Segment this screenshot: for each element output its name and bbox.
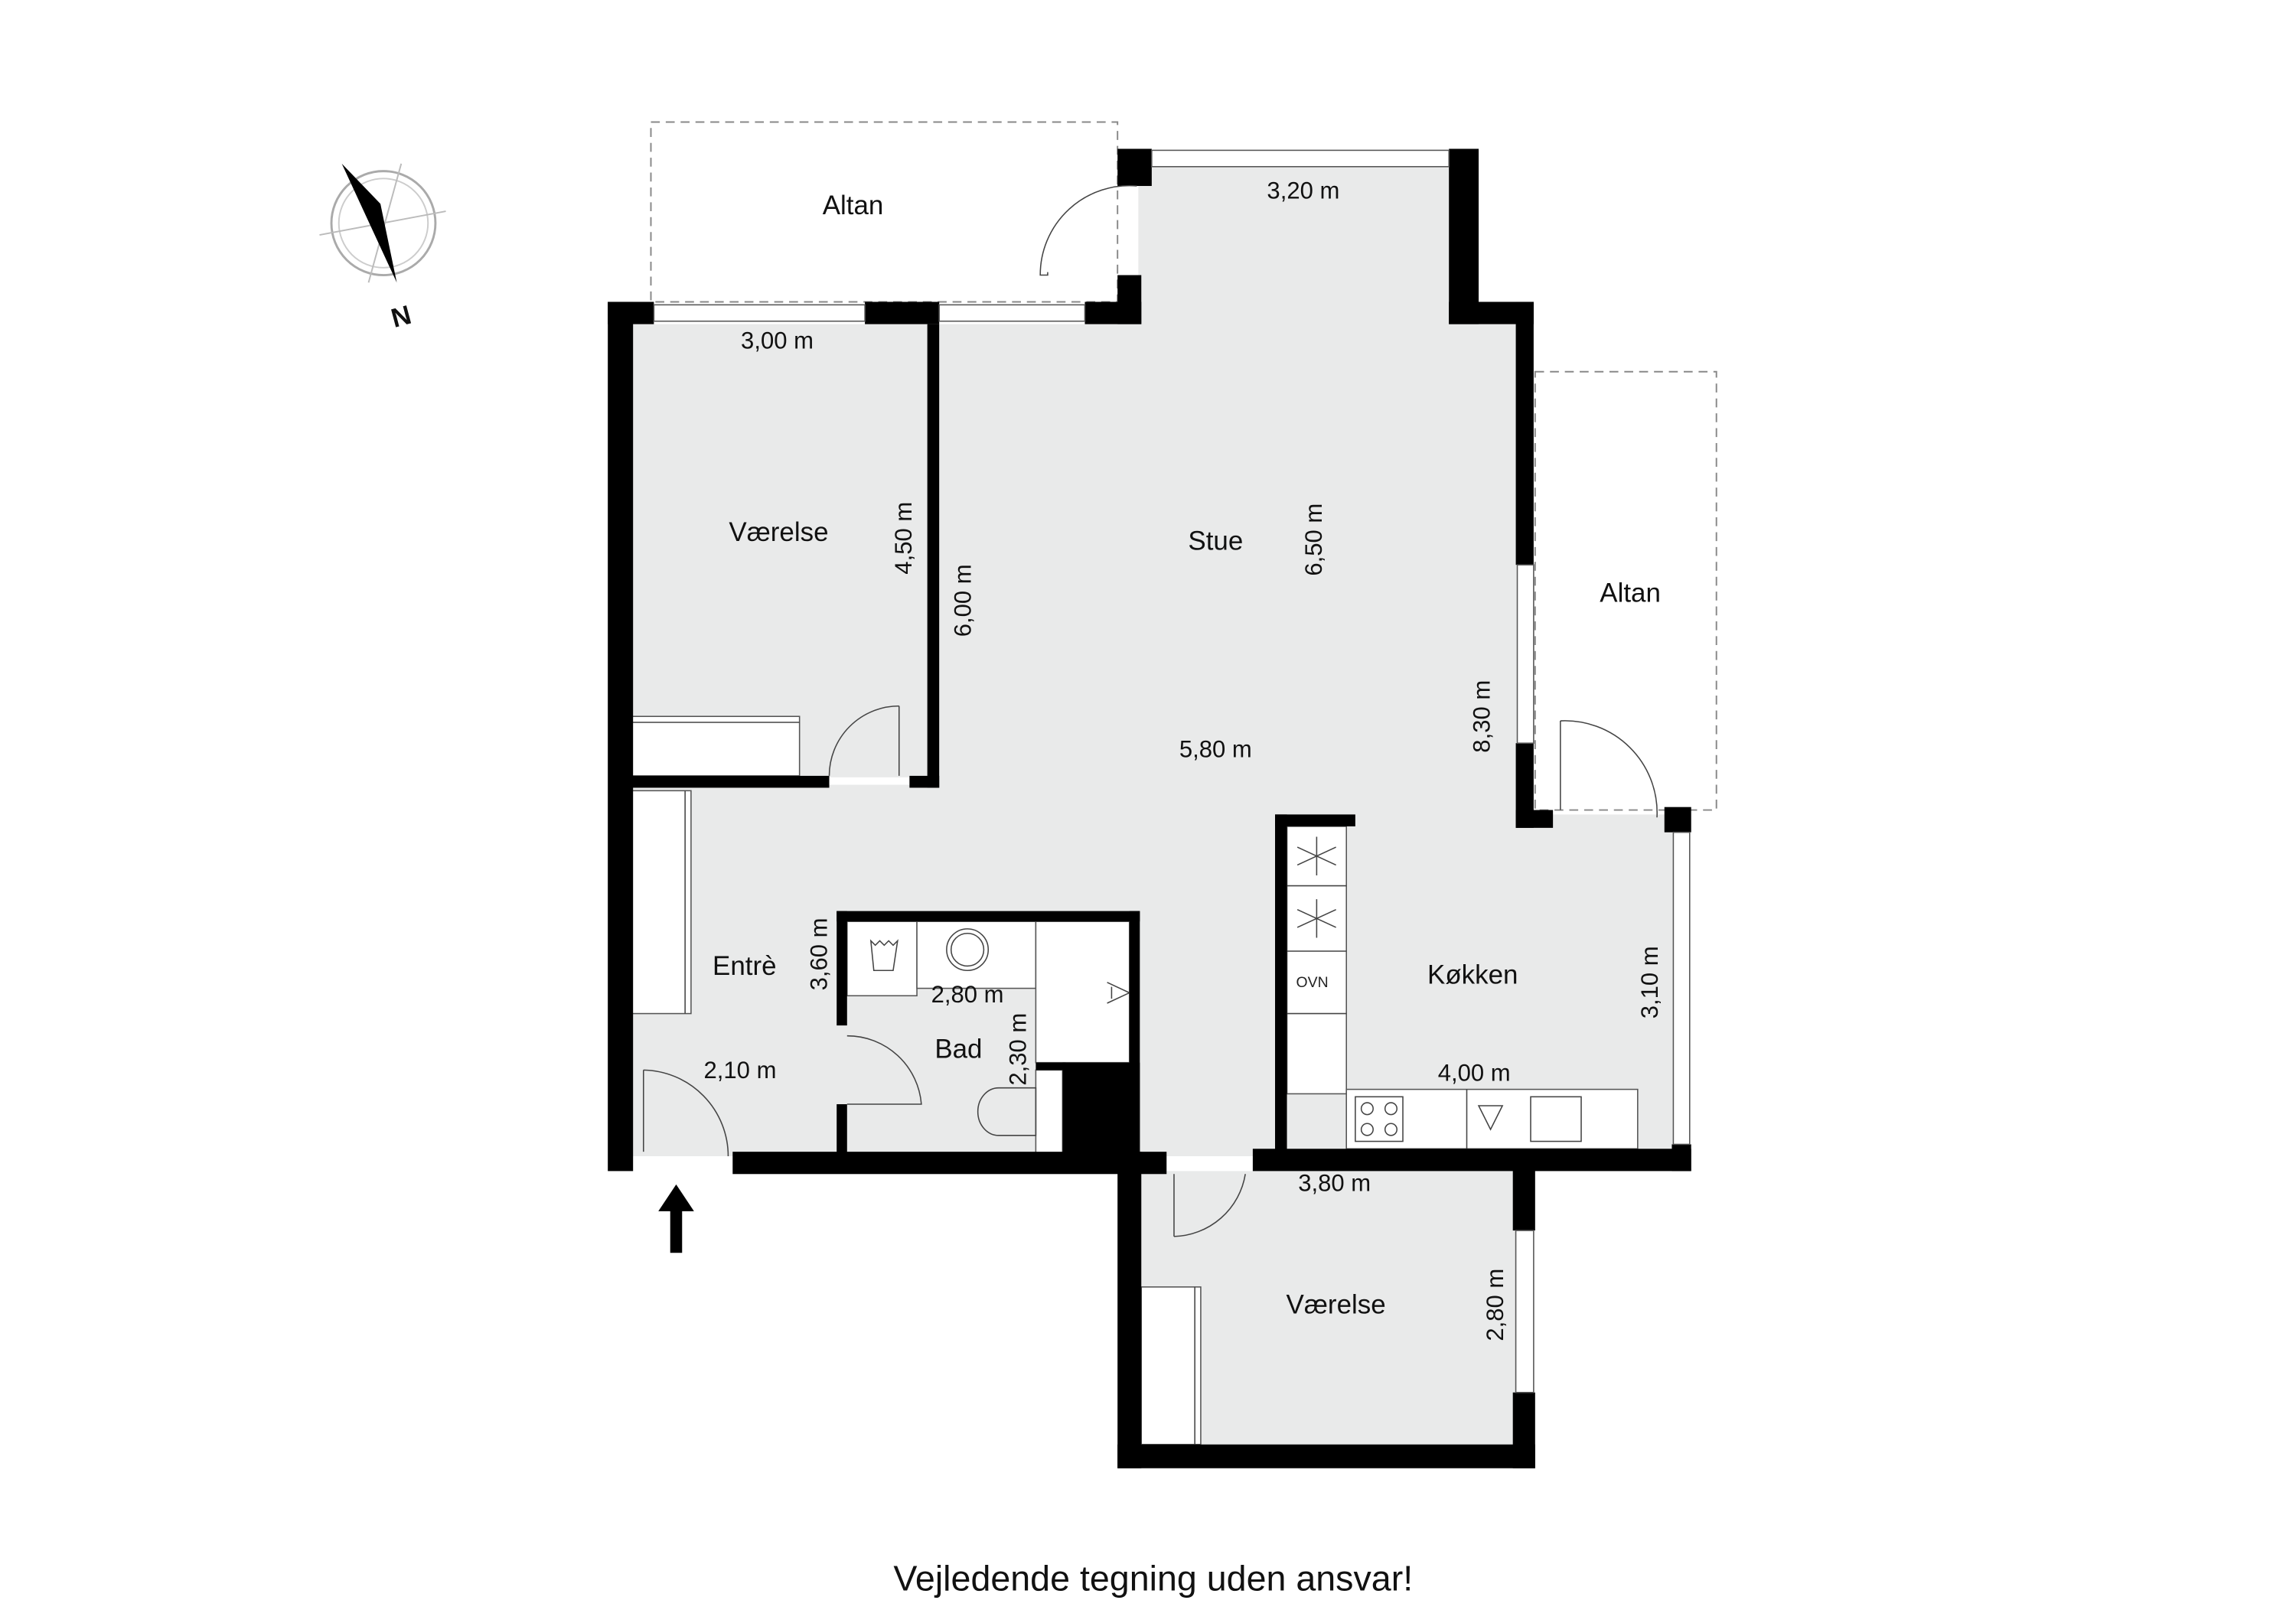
dimension-label: 2,30 m (1005, 1013, 1032, 1086)
wardrobe-vaerelse-2 (1140, 1286, 1202, 1445)
dimension-label: 3,00 m (741, 327, 814, 354)
washing-machine-icon (869, 939, 899, 972)
dimension-label: 3,10 m (1636, 946, 1663, 1018)
dimension-label: 3,60 m (805, 917, 832, 990)
doors (643, 184, 1658, 1237)
dimension-label: 2,10 m (704, 1057, 777, 1084)
dimension-label: 3,20 m (1267, 177, 1339, 204)
door-balcony-right (1560, 720, 1658, 818)
dimension-label: 2,80 m (1482, 1269, 1508, 1341)
dimension-label: 3,80 m (1298, 1169, 1371, 1196)
door-bad (846, 1035, 922, 1105)
dimension-label: 5,80 m (1179, 735, 1252, 762)
door-vaerelse (828, 705, 900, 776)
balcony-right (1534, 370, 1717, 811)
room-label-altan-top: Altan (823, 191, 884, 220)
wardrobe-vaerelse (631, 715, 801, 777)
arrow-up-icon (658, 1184, 694, 1253)
fan-icon (1296, 836, 1336, 875)
room-label-vaerelse: Værelse (729, 517, 828, 547)
dimension-label: 6,50 m (1300, 504, 1327, 576)
dishwasher-icon (1477, 1105, 1504, 1131)
sink-icon (946, 928, 990, 972)
wardrobe-entre (631, 790, 692, 1015)
windows (653, 149, 1691, 1393)
shower (1035, 921, 1130, 1064)
dimension-label: 8,30 m (1468, 680, 1495, 753)
dimension-label: 4,00 m (1438, 1060, 1511, 1087)
walls (608, 148, 1691, 1468)
room-label-stue: Stue (1188, 526, 1243, 556)
toilet-icon (977, 1087, 1037, 1136)
compass: N (319, 163, 446, 334)
door-vaerelse-2 (1173, 1174, 1246, 1237)
fan-icon (1296, 899, 1336, 938)
room-label-vaerelse-2: Værelse (1287, 1290, 1386, 1320)
room-label-bad: Bad (934, 1035, 982, 1064)
dimension-label: 2,80 m (931, 981, 1004, 1008)
room-label-entre: Entrè (713, 951, 777, 981)
room-label-kokken: Køkken (1427, 960, 1518, 990)
dimension-label: 6,00 m (950, 564, 977, 637)
disclaimer-caption: Vejledende tegning uden ansvar! (893, 1558, 1413, 1598)
stove-icon (1355, 1096, 1404, 1142)
compass-ring-icon (330, 170, 437, 276)
dimension-label: 4,50 m (890, 502, 917, 575)
oven-label: OVN (1296, 974, 1329, 991)
door-entrance (643, 1069, 729, 1156)
kitchen-sink-icon (1530, 1096, 1582, 1142)
compass-north-label: N (388, 300, 414, 334)
room-label-altan-right: Altan (1600, 578, 1661, 608)
kitchen-fixtures (1286, 826, 1639, 1150)
door-balcony-top (1039, 184, 1137, 276)
compass-needle-icon (341, 163, 397, 283)
